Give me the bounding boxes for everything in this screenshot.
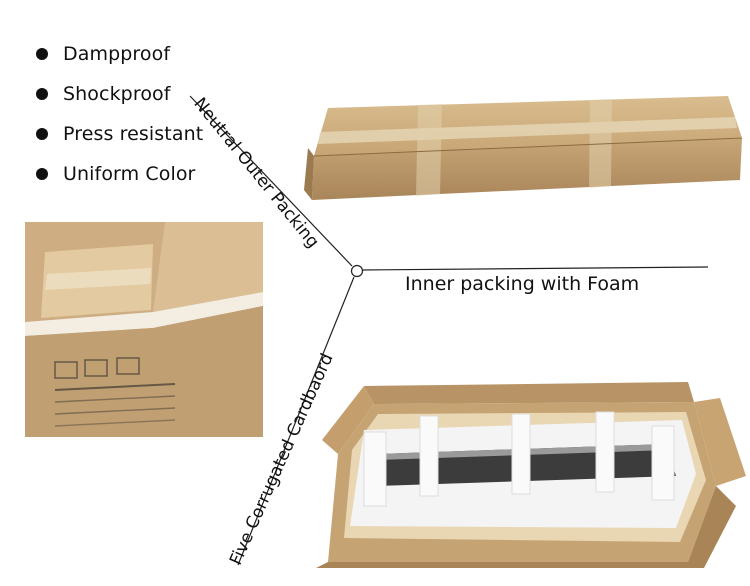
corrugated-box-photo	[25, 222, 263, 437]
feature-item: Press resistant	[36, 114, 203, 154]
connector-line-inner	[361, 266, 709, 271]
feature-item: Dampproof	[36, 34, 203, 74]
inner-packing-label: Inner packing with Foam	[405, 273, 640, 295]
bullet-icon	[36, 168, 48, 180]
connector-hub-icon	[350, 264, 364, 278]
bullet-icon	[36, 48, 48, 60]
bullet-icon	[36, 88, 48, 100]
connector-line-cardboard	[237, 276, 355, 566]
feature-label: Press resistant	[63, 123, 204, 145]
feature-label: Dampproof	[63, 43, 171, 65]
feature-item: Shockproof	[36, 74, 203, 114]
feature-label: Uniform Color	[63, 163, 196, 185]
feature-list: Dampproof Shockproof Press resistant Uni…	[36, 34, 203, 194]
bullet-icon	[36, 128, 48, 140]
connector-line-outer	[189, 95, 353, 267]
outer-carton-photo	[300, 90, 750, 205]
feature-item: Uniform Color	[36, 154, 203, 194]
feature-label: Shockproof	[63, 83, 171, 105]
inner-foam-photo	[316, 378, 746, 568]
